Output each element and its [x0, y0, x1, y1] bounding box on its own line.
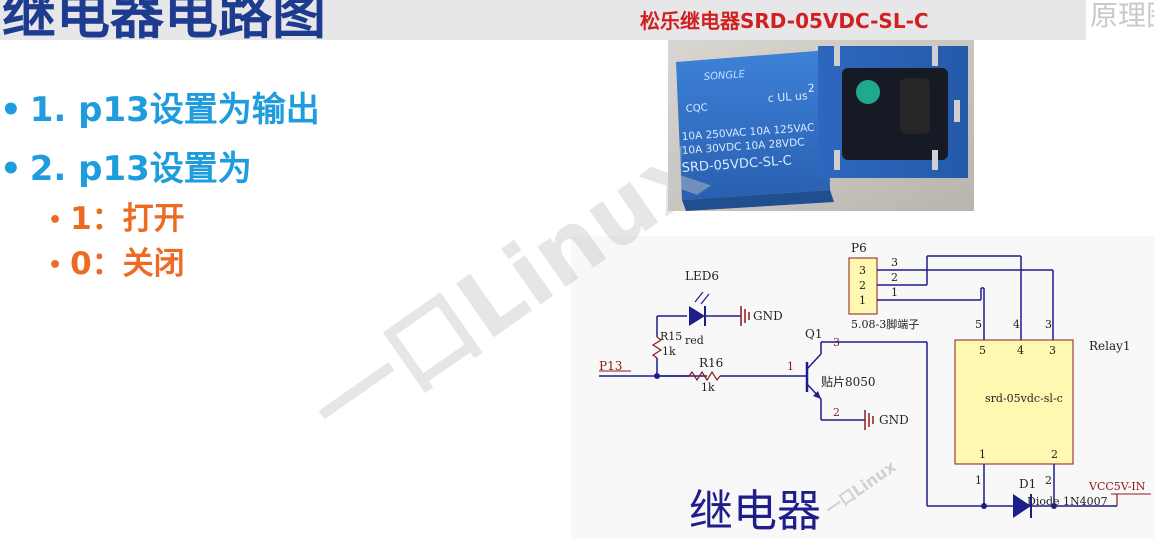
sub-bullet-1: • 1：打开 [48, 193, 185, 238]
p13-label: P13 [599, 359, 622, 373]
vcc-label: VCC5V-IN [1088, 480, 1146, 493]
slide-title: 继电器电路图 [2, 0, 326, 46]
green-dot-icon [856, 80, 880, 104]
r15-resistor [651, 336, 663, 359]
relay-pin-1: 1 [979, 448, 986, 461]
sub-bullet-1-text: 1：打开 [70, 201, 185, 237]
p6-wire-label-2: 2 [891, 271, 898, 284]
relay-pin-4: 4 [1017, 344, 1024, 357]
d1-part: Diode 1N4007 [1027, 495, 1108, 508]
relay-bottom-pin-1-outer: 1 [975, 474, 982, 487]
relay-label: Relay1 [1089, 339, 1131, 353]
relay-pin-2: 2 [1051, 448, 1058, 461]
q1-pin2: 2 [833, 406, 840, 419]
relay-left-body [676, 50, 830, 200]
relay-block [954, 339, 1074, 465]
relay-photo: SONGLE CQC c UL us 2 10A 250VAC 10A 125V… [668, 40, 974, 211]
led-color-label: red [685, 334, 704, 347]
d1-label: D1 [1019, 477, 1036, 491]
schematic-svg: P13 R15 1k LED6 red GND R16 1k 1 [599, 241, 1151, 537]
gnd-label-2: GND [879, 413, 909, 427]
p6-wire-label-1: 1 [891, 286, 898, 299]
relay-top-pin-3-outer: 3 [1045, 318, 1052, 331]
bullet-1-text: 1. p13设置为输出 [29, 90, 320, 130]
led-diode-icon [689, 306, 705, 326]
diode-d1-icon [1013, 494, 1031, 518]
bullet-1: •1. p13设置为输出 [0, 82, 320, 131]
relay-pin-5: 5 [979, 344, 986, 357]
r16-value: 1k [701, 381, 715, 394]
relay-pin-3: 3 [1049, 344, 1056, 357]
schematic-caption: 继电器 [689, 486, 821, 537]
r15-value: 1k [662, 345, 676, 358]
q1-type: 贴片8050 [821, 375, 876, 389]
bullet-dot-icon: • [48, 208, 63, 233]
relay-schematic: P13 R15 1k LED6 red GND R16 1k 1 [571, 236, 1154, 539]
p6-description: 5.08-3脚端子 [851, 317, 919, 331]
photo-badge: 2 [807, 82, 815, 95]
relay-bottom-pin-2-outer: 2 [1045, 474, 1052, 487]
p6-label: P6 [851, 241, 867, 255]
relay-part-number: srd-05vdc-sl-c [985, 392, 1063, 405]
relay-photo-svg: SONGLE CQC c UL us 2 10A 250VAC 10A 125V… [668, 40, 974, 211]
bullet-2-text: 2. p13设置为 [29, 149, 252, 189]
bullet-dot-icon: • [48, 253, 63, 278]
sub-bullet-2: • 0：关闭 [48, 238, 185, 283]
photo-ul: c UL us [767, 89, 808, 105]
photo-cqc: CQC [685, 102, 708, 114]
bullet-2: •2. p13设置为 [0, 141, 252, 190]
sub-bullet-2-text: 0：关闭 [70, 246, 185, 282]
led-label: LED6 [685, 269, 719, 283]
r16-label: R16 [699, 356, 723, 370]
gnd-label-1: GND [753, 309, 783, 323]
relay-top-pin-4-outer: 4 [1013, 318, 1020, 331]
q1-pin1: 1 [787, 360, 794, 373]
relay-top-pin-5-outer: 5 [975, 318, 982, 331]
bullet-dot-icon: • [0, 149, 22, 189]
p6-terminal [848, 257, 878, 315]
photo-brand: SONGLE [703, 69, 746, 83]
p6-pin-2: 2 [859, 279, 866, 292]
p6-pin-1: 1 [859, 294, 866, 307]
p6-wire-label-3: 3 [891, 256, 898, 269]
q1-label: Q1 [805, 327, 822, 341]
r15-label: R15 [660, 330, 682, 343]
header-bar [0, 0, 1086, 40]
corner-title-fragment: 原理图 [1090, 0, 1154, 32]
bullet-dot-icon: • [0, 90, 22, 130]
relay-model-title: 松乐继电器SRD-05VDC-SL-C [640, 9, 929, 33]
p6-pin-3: 3 [859, 264, 866, 277]
r16-resistor [688, 370, 721, 382]
